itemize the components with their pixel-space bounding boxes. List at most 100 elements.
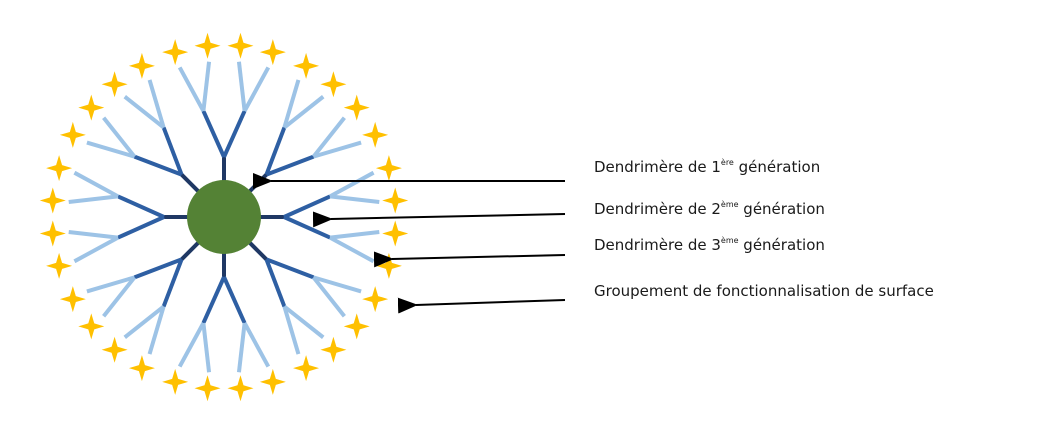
surface-group-star-icon (320, 336, 347, 363)
label-generation-3: Dendrimère de 3ème génération (594, 235, 825, 255)
generation-3-branch (311, 116, 346, 158)
label-surface-group: Groupement de fonctionnalisation de surf… (594, 281, 934, 301)
generation-3-branch (242, 66, 271, 112)
surface-group-star-icon (227, 32, 254, 59)
surface-group-star-icon (259, 39, 286, 66)
generation-3-branch (329, 194, 380, 205)
generation-3-branch (312, 275, 362, 294)
generation-3-branch (86, 275, 136, 294)
generation-3-branch (201, 61, 212, 112)
label-generation-1-prefix: Dendrimère de 1 (594, 158, 721, 176)
generation-2-branch (264, 126, 287, 176)
surface-group-star-icon (162, 39, 189, 66)
label-generation-1: Dendrimère de 1ère génération (594, 157, 820, 177)
surface-group-star-icon (382, 187, 409, 214)
surface-group-star-icon (101, 71, 128, 98)
generation-3-branch (68, 229, 119, 240)
generation-3-branch (102, 276, 137, 318)
generation-2-branch (222, 110, 247, 158)
surface-group-star-icon (320, 71, 347, 98)
generation-3-branch (73, 170, 119, 199)
surface-group-star-icon (78, 313, 105, 340)
generation-3-branch (177, 66, 206, 112)
generation-3-branch (283, 304, 325, 339)
label-generation-1-sup: ère (720, 158, 734, 167)
surface-group-star-icon (46, 252, 73, 279)
generation-2-branch (264, 258, 287, 308)
surface-group-star-icon (227, 375, 254, 402)
generation-2-branch (201, 110, 226, 158)
dendrimer-branches (68, 61, 380, 373)
label-surface-group-text: Groupement de fonctionnalisation de surf… (594, 282, 934, 300)
label-generation-2-prefix: Dendrimère de 2 (594, 200, 721, 218)
generation-2-branch (117, 194, 165, 219)
generation-3-branch (86, 140, 136, 159)
surface-group-star-icon (362, 286, 389, 313)
label-generation-3-sup: ème (720, 236, 739, 245)
generation-2-branch (283, 215, 331, 240)
generation-2-branch (201, 276, 226, 324)
label-generation-1-suffix: génération (733, 158, 821, 176)
surface-group-star-icon (39, 220, 66, 247)
generation-3-branch (329, 229, 380, 240)
generation-3-branch (123, 304, 165, 339)
surface-group-star-icon (382, 220, 409, 247)
surface-group-star-icon (78, 94, 105, 121)
generation-3-branch (147, 305, 166, 355)
generation-3-branch (236, 61, 247, 112)
arrow-generation-2 (312, 211, 566, 228)
surface-group-star-icon (259, 368, 286, 395)
generation-2-branch (161, 258, 184, 308)
label-generation-3-suffix: génération (738, 236, 825, 254)
generation-3-branch (201, 322, 212, 373)
generation-2-branch (133, 154, 183, 177)
generation-3-branch (73, 235, 119, 264)
surface-group-star-icon (293, 355, 320, 382)
surface-group-star-icon (375, 155, 402, 182)
surface-group-star-icon (46, 155, 73, 182)
generation-2-branch (117, 215, 165, 240)
generation-2-branch (283, 194, 331, 219)
surface-group-star-icon (162, 368, 189, 395)
surface-group-star-icon (128, 52, 155, 79)
generation-2-branch (265, 257, 315, 280)
surface-group-star-icon (343, 94, 370, 121)
generation-3-branch (177, 322, 206, 368)
surface-group-star-icon (194, 375, 221, 402)
arrow-surface-group (397, 297, 566, 314)
generation-3-branch (329, 170, 375, 199)
generation-3-branch (242, 322, 271, 368)
surface-group-star-icon (194, 32, 221, 59)
surface-group-star-icon (59, 286, 86, 313)
surface-group-star-icon (293, 52, 320, 79)
label-generation-2-suffix: génération (738, 200, 825, 218)
generation-3-branch (102, 116, 137, 158)
surface-group-star-icon (59, 121, 86, 148)
generation-3-branch (283, 95, 325, 130)
generation-3-branch (329, 235, 375, 264)
generation-3-branch (282, 79, 301, 129)
generation-3-branch (312, 140, 362, 159)
generation-3-branch (68, 194, 119, 205)
surface-group-star-icon (39, 187, 66, 214)
generation-3-branch (123, 95, 165, 130)
label-generation-3-prefix: Dendrimère de 3 (594, 236, 721, 254)
label-arrows (253, 173, 566, 314)
surface-group-star-icon (101, 336, 128, 363)
surface-group-star-icon (362, 121, 389, 148)
generation-2-branch (222, 276, 247, 324)
arrow-generation-3 (373, 251, 566, 268)
label-generation-2-sup: ème (720, 200, 739, 209)
generation-3-branch (236, 322, 247, 373)
generation-2-branch (161, 126, 184, 176)
generation-2-branch (265, 154, 315, 177)
surface-group-star-icon (343, 313, 370, 340)
surface-group-star-icon (128, 355, 155, 382)
surface-group-star-icon (375, 252, 402, 279)
dendrimer-core (187, 180, 261, 254)
generation-3-branch (311, 276, 346, 318)
label-generation-2: Dendrimère de 2ème génération (594, 199, 825, 219)
generation-3-branch (147, 79, 166, 129)
